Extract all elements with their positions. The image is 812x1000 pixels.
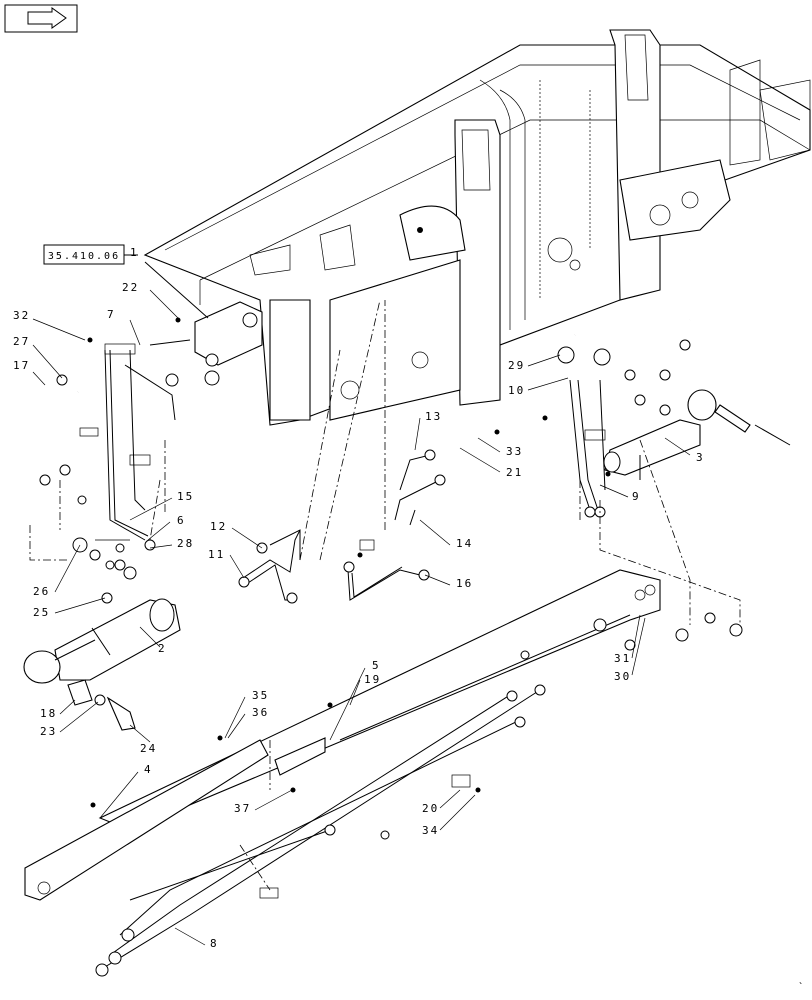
callout-6[interactable]: 6 <box>177 514 186 527</box>
header-frame <box>143 29 811 426</box>
assembly-lines <box>29 299 741 891</box>
callout-10[interactable]: 10 <box>508 384 525 397</box>
long-tubes <box>95 684 546 977</box>
callout-24[interactable]: 24 <box>140 742 157 755</box>
callout-29[interactable]: 29 <box>508 359 525 372</box>
callout-17[interactable]: 17 <box>13 359 30 372</box>
hardware-bits <box>77 227 743 840</box>
callout-18[interactable]: 18 <box>40 707 57 720</box>
callout-36[interactable]: 36 <box>252 706 269 719</box>
callout-16[interactable]: 16 <box>456 577 473 590</box>
callout-3[interactable]: 3 <box>696 451 705 464</box>
callout-labels: 1 2 3 4 5 6 7 8 9 10 11 12 13 14 15 16 1… <box>13 246 705 950</box>
callout-37[interactable]: 37 <box>234 802 251 815</box>
callout-8[interactable]: 8 <box>210 937 219 950</box>
callout-21[interactable]: 21 <box>506 466 523 479</box>
callout-22[interactable]: 22 <box>122 281 139 294</box>
reference-box[interactable]: 35.410.06 <box>43 244 138 265</box>
callout-11[interactable]: 11 <box>208 548 225 561</box>
callout-12[interactable]: 12 <box>210 520 227 533</box>
book-arrow-icon[interactable] <box>4 4 78 33</box>
callout-9[interactable]: 9 <box>632 490 641 503</box>
center-tube-group <box>238 449 446 604</box>
callout-1[interactable]: 1 <box>130 246 139 259</box>
left-fittings <box>72 537 130 604</box>
valve-block <box>144 261 263 386</box>
callout-5[interactable]: 5 <box>372 659 381 672</box>
callout-15[interactable]: 15 <box>177 490 194 503</box>
right-cylinder <box>603 389 791 480</box>
callout-33[interactable]: 33 <box>506 445 523 458</box>
callout-20[interactable]: 20 <box>422 802 439 815</box>
callout-34[interactable]: 34 <box>422 824 439 837</box>
callout-35[interactable]: 35 <box>252 689 269 702</box>
callout-23[interactable]: 23 <box>40 725 57 738</box>
callout-19[interactable]: 19 <box>364 673 381 686</box>
left-hose-group <box>39 339 191 580</box>
right-hose-group <box>557 318 691 518</box>
callout-14[interactable]: 14 <box>456 537 473 550</box>
callout-25[interactable]: 25 <box>33 606 50 619</box>
callout-27[interactable]: 27 <box>13 335 30 348</box>
left-cylinder <box>23 598 181 731</box>
callout-13[interactable]: 13 <box>425 410 442 423</box>
callout-31[interactable]: 31 <box>614 652 631 665</box>
callout-28[interactable]: 28 <box>177 537 194 550</box>
support-beams <box>24 569 661 901</box>
callout-4[interactable]: 4 <box>144 763 153 776</box>
callout-26[interactable]: 26 <box>33 585 50 598</box>
leader-lines <box>32 289 691 946</box>
reference-box-label: 35.410.06 <box>48 251 120 262</box>
callout-2[interactable]: 2 <box>158 642 167 655</box>
callout-7[interactable]: 7 <box>107 308 116 321</box>
callout-32[interactable]: 32 <box>13 309 30 322</box>
callout-30[interactable]: 30 <box>614 670 631 683</box>
corner-mark: ` <box>798 981 806 993</box>
